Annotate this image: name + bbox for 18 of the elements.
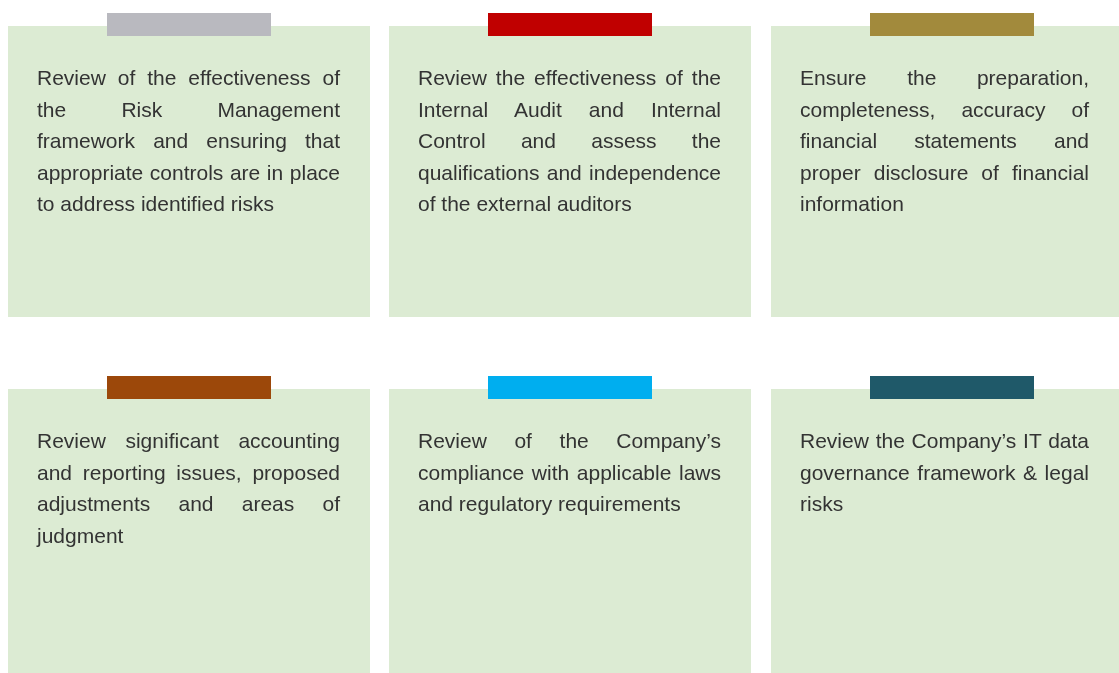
tab-marker: [488, 13, 652, 36]
card-background: [771, 389, 1119, 673]
tab-marker: [870, 13, 1034, 36]
tab-marker: [107, 376, 271, 399]
description-text: Review of the Company’s compliance with applicable laws and regulatory requirements: [418, 428, 721, 517]
card-background: [771, 26, 1119, 317]
description-text: Review the effectiveness of the Internal Audit and Internal Control and assess the qualifications and independence of the external auditors: [418, 65, 721, 217]
card-background: [389, 389, 751, 673]
tab-marker: [107, 13, 271, 36]
description-text: Review of the effectiveness of the Risk Management framework and ensuring that appropriate controls are in place to address identified risks: [37, 65, 340, 217]
tab-marker: [488, 376, 652, 399]
card-background: [8, 389, 370, 673]
description-text: Review the Company’s IT data governance framework & legal risks: [800, 428, 1089, 517]
card-background: [389, 26, 751, 317]
card-background: [8, 26, 370, 317]
tab-marker: [870, 376, 1034, 399]
description-text: Ensure the preparation, completeness, accuracy of financial statements and proper disclosure of financial information: [800, 65, 1089, 217]
description-text: Review significant accounting and reporting issues, proposed adjustments and areas of judgment: [37, 428, 340, 549]
